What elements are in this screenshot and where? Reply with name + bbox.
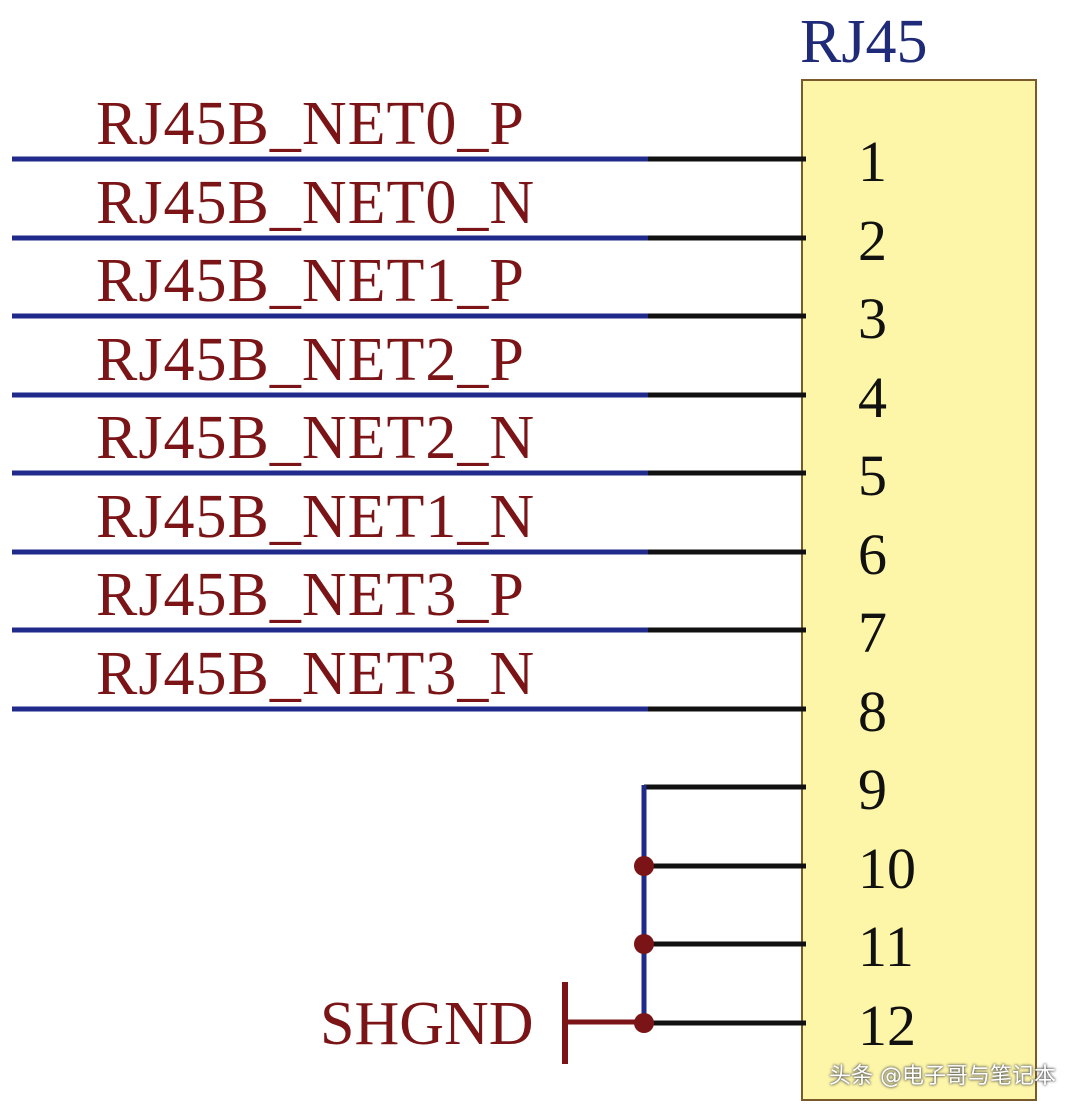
pin-number: 12 xyxy=(858,993,916,1058)
shgnd-label: SHGND xyxy=(320,990,534,1058)
net-label: RJ45B_NET1_N xyxy=(96,483,535,551)
net-label: RJ45B_NET0_N xyxy=(96,169,535,237)
shield-ground-network xyxy=(634,785,654,1033)
watermark: 头条 @电子哥与笔记本 xyxy=(829,1064,1056,1089)
rj45-component-body xyxy=(801,79,1037,1101)
component-designator: RJ45 xyxy=(800,8,927,76)
net-label: RJ45B_NET3_P xyxy=(96,561,525,629)
junction-dot xyxy=(634,934,654,954)
pin-number: 6 xyxy=(858,522,887,587)
net-label: RJ45B_NET1_P xyxy=(96,247,525,315)
pin-number: 11 xyxy=(858,914,914,979)
pin-number: 8 xyxy=(858,679,887,744)
net-label: RJ45B_NET2_P xyxy=(96,326,525,394)
pin-number: 10 xyxy=(858,836,916,901)
net-list: RJ45B_NET0_P RJ45B_NET0_N RJ45B_NET1_P RJ45… xyxy=(12,90,648,712)
pin-number: 1 xyxy=(858,129,887,194)
pin-number: 7 xyxy=(858,600,887,665)
pin-number: 3 xyxy=(858,286,887,351)
pin-number: 9 xyxy=(858,757,887,822)
net-label: RJ45B_NET0_P xyxy=(96,90,525,158)
shgnd-symbol: SHGND xyxy=(320,982,644,1064)
pin-number: 4 xyxy=(858,365,887,430)
junction-dot xyxy=(634,856,654,876)
pin-number: 2 xyxy=(858,208,887,273)
net-label: RJ45B_NET3_N xyxy=(96,640,535,708)
pin-number: 5 xyxy=(858,443,887,508)
net-label: RJ45B_NET2_N xyxy=(96,404,535,472)
